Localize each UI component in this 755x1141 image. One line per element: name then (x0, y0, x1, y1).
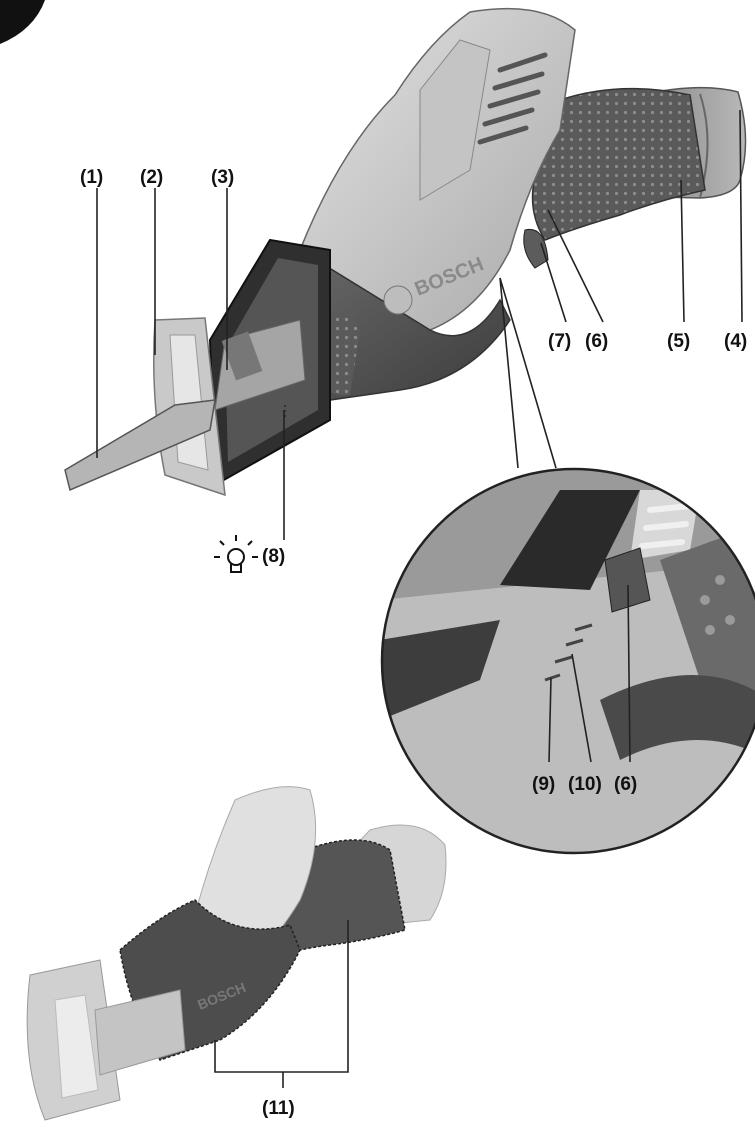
saw-blade (64, 399, 216, 492)
callout-5: (5) (667, 331, 690, 352)
callout-11: (11) (262, 1098, 295, 1119)
callout-6-detail: (6) (614, 774, 637, 795)
corner-badge (0, 0, 45, 44)
vent-slots (477, 52, 548, 145)
callout-4: (4) (724, 331, 747, 352)
grip-area-view: BOSCH (26, 786, 447, 1121)
charge-indicator-leds (544, 623, 593, 682)
leader-lines (96, 109, 743, 540)
callout-1: (1) (80, 167, 103, 188)
trigger (523, 228, 549, 269)
callout-6: (6) (585, 331, 608, 352)
handle-grip (531, 87, 706, 241)
detail-magnifier (380, 277, 755, 855)
callout-2: (2) (140, 167, 163, 188)
callout-9: (9) (532, 774, 555, 795)
light-bulb-icon (214, 535, 258, 573)
callout-8: (8) (262, 546, 285, 567)
switch-detail (604, 547, 651, 613)
callout-7: (7) (548, 331, 571, 352)
main-saw-illustration: BOSCH (64, 7, 747, 497)
callout-10: (10) (568, 774, 602, 795)
callout-3: (3) (211, 167, 234, 188)
